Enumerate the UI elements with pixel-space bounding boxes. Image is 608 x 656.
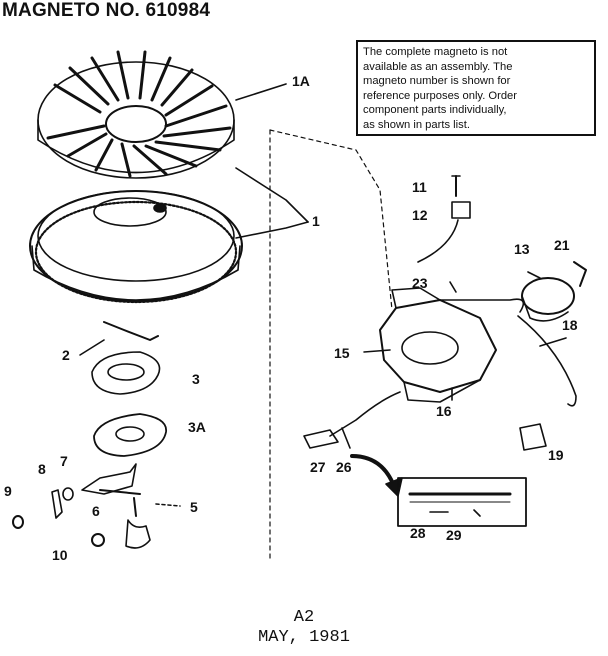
callout-12: 12	[412, 207, 428, 223]
callout-21: 21	[554, 237, 570, 253]
callout-15: 15	[334, 345, 350, 361]
callout-1: 1	[312, 213, 320, 229]
callout-7: 7	[60, 453, 68, 469]
callout-28: 28	[410, 525, 426, 541]
note-line: available as an assembly. The	[363, 60, 513, 73]
callout-1A: 1A	[292, 73, 310, 89]
callout-3A: 3A	[188, 419, 206, 435]
note-line: reference purposes only. Order	[363, 89, 518, 102]
stator-assembly-drawing	[379, 287, 525, 403]
note-line: magneto number is shown for	[363, 75, 511, 87]
fan-drawing	[37, 50, 235, 179]
assembly-note-box: The complete magneto is not available as…	[356, 40, 596, 136]
callout-9: 9	[4, 483, 12, 499]
callout-27: 27	[310, 459, 326, 475]
callout-11: 11	[412, 179, 427, 195]
callout-19: 19	[548, 447, 564, 463]
diagram-title: MAGNETO NO. 610984	[2, 0, 211, 21]
publication-date: MAY, 1981	[258, 628, 350, 647]
callout-26: 26	[336, 459, 352, 475]
callout-23: 23	[412, 275, 428, 291]
note-line: as shown in parts list.	[363, 118, 470, 131]
callout-13: 13	[514, 241, 530, 257]
callout-8: 8	[38, 461, 46, 477]
callout-2: 2	[62, 347, 70, 363]
note-line: The complete magneto is not	[363, 46, 508, 58]
callout-3: 3	[192, 371, 200, 387]
callout-18: 18	[562, 317, 578, 333]
callout-16: 16	[436, 403, 452, 419]
callout-5: 5	[190, 499, 198, 515]
callout-6: 6	[92, 503, 100, 519]
note-line: component parts individually,	[363, 104, 507, 116]
callout-10: 10	[52, 547, 68, 563]
callout-29: 29	[446, 527, 462, 543]
flywheel-drawing	[29, 190, 243, 304]
page-number: A2	[293, 608, 315, 627]
